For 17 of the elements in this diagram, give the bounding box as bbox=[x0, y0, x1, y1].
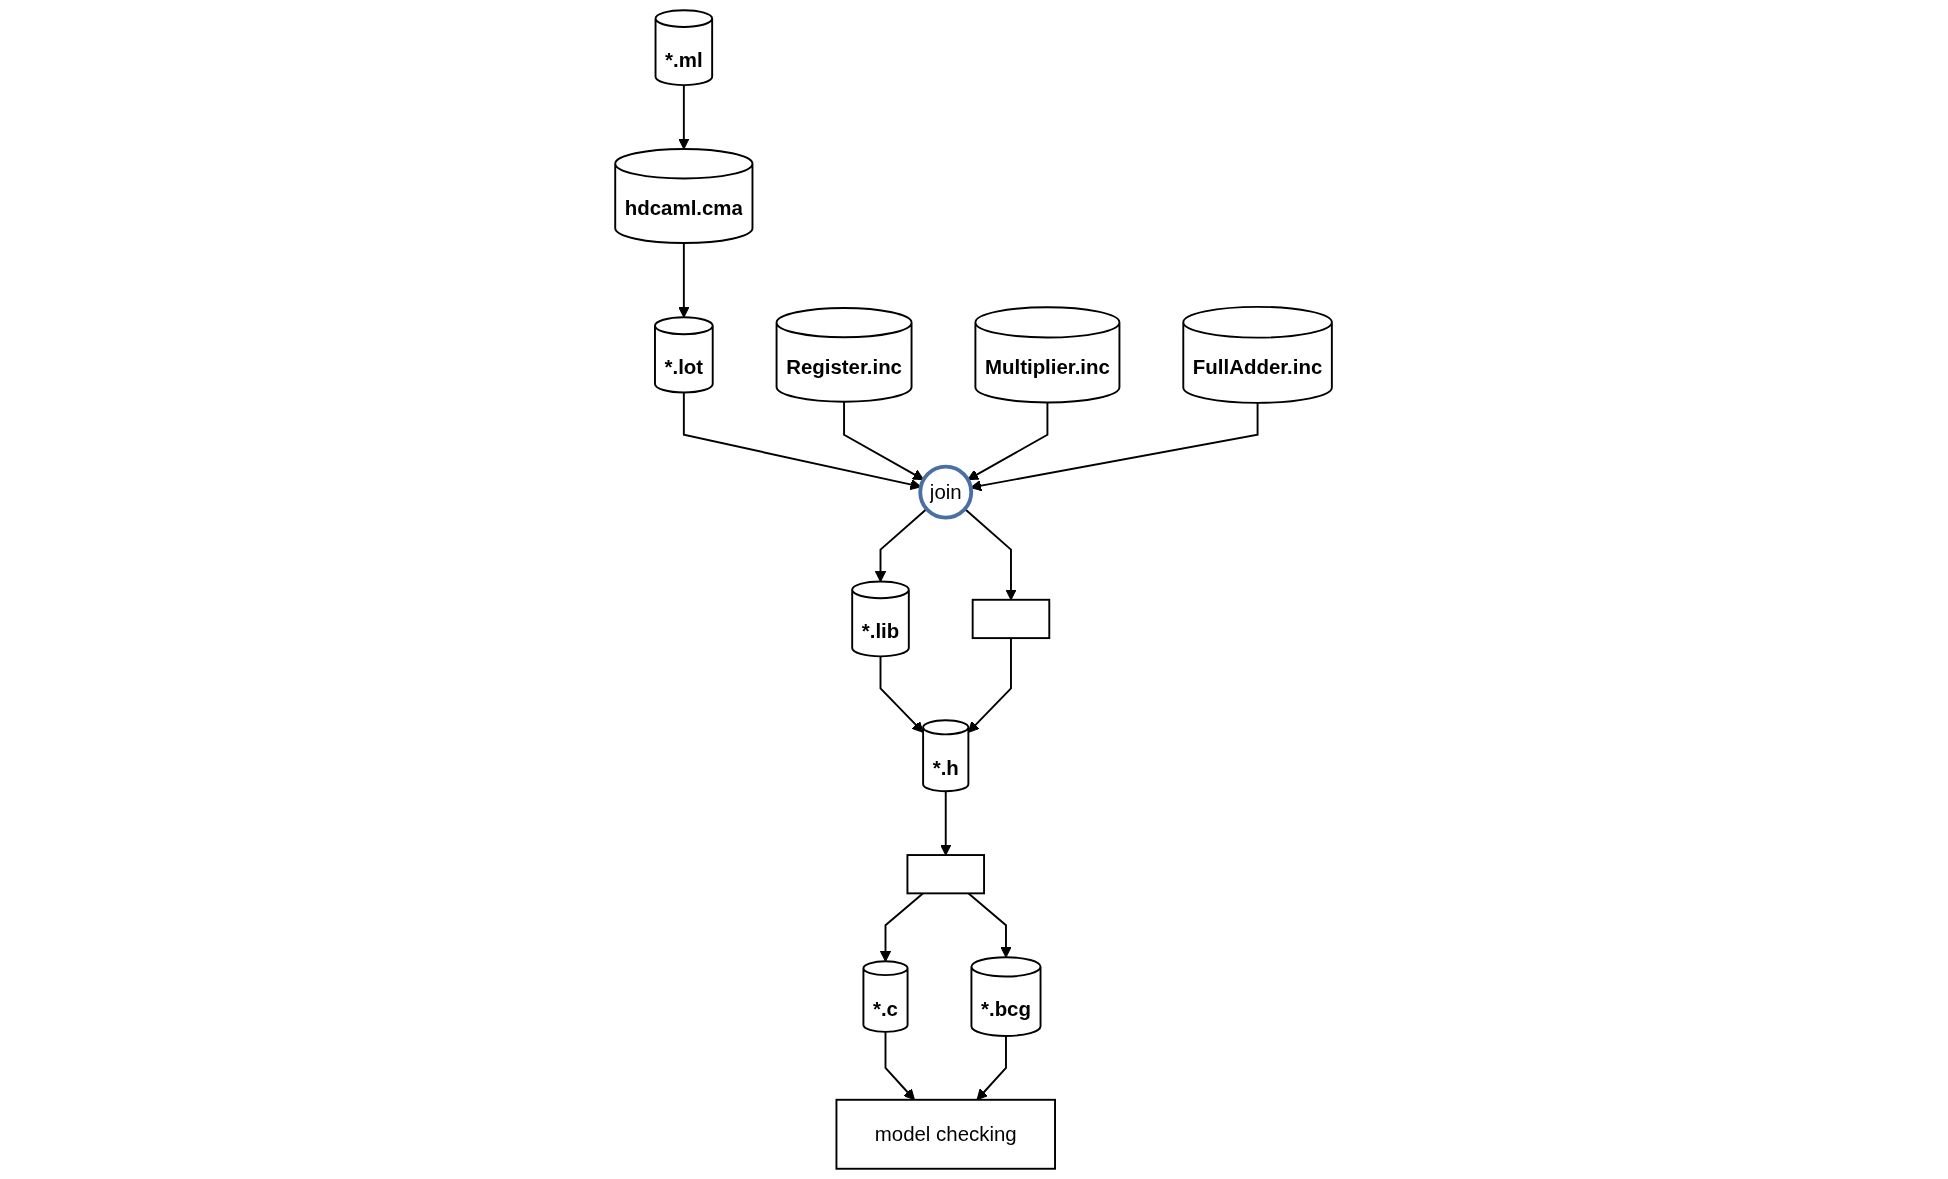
node-box bbox=[906, 854, 986, 895]
arrow bbox=[976, 1035, 1008, 1101]
node-circle: join bbox=[918, 464, 974, 520]
node-box bbox=[972, 598, 1051, 640]
arrow bbox=[967, 401, 1049, 481]
arrow bbox=[880, 655, 925, 733]
arrow bbox=[940, 790, 952, 856]
arrow bbox=[678, 84, 690, 150]
arrow bbox=[875, 508, 928, 583]
arrow bbox=[880, 892, 925, 962]
arrow bbox=[843, 400, 925, 481]
node-box: model checking bbox=[835, 1098, 1057, 1170]
arrow bbox=[967, 892, 1013, 958]
arrow bbox=[678, 242, 690, 318]
arrow bbox=[964, 508, 1018, 601]
arrow bbox=[885, 1030, 916, 1101]
arrow bbox=[968, 637, 1013, 733]
